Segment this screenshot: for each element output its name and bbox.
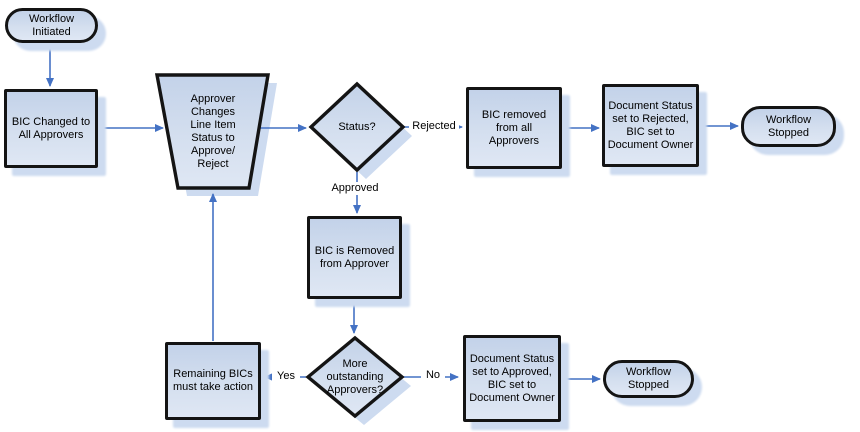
edge-label-yes: Yes [272,370,300,383]
node-more-outstanding-label: More outstanding Approvers? [326,357,384,396]
node-workflow-initiated: Workflow Initiated [5,8,98,43]
node-approver-changes-label: Approver Changes Line Item Status to App… [190,93,236,170]
node-bic-removed: BIC removed from all Approvers [466,87,562,169]
edge-label-approved: Approved [329,182,381,195]
edge-label-rejected: Rejected [409,120,459,133]
node-remaining-bics: Remaining BICs must take action [165,342,261,420]
node-workflow-stopped-1: Workflow Stopped [741,106,836,147]
approver-changes-trapezoid-shape [154,73,271,190]
node-bic-changed: BIC Changed to All Approvers [4,89,98,168]
status-diamond-shape [308,81,406,173]
node-doc-status-rejected: Document Status set to Rejected, BIC set… [602,84,699,167]
node-status-label: Status? [338,121,376,133]
more-outstanding-diamond-shape [305,335,405,419]
node-bic-is-removed: BIC is Removed from Approver [307,216,402,299]
edge-label-no: No [421,369,445,382]
node-doc-status-approved: Document Status set to Approved, BIC set… [463,335,561,422]
polygon-shapes [154,73,406,419]
node-workflow-stopped-2: Workflow Stopped [603,360,694,398]
